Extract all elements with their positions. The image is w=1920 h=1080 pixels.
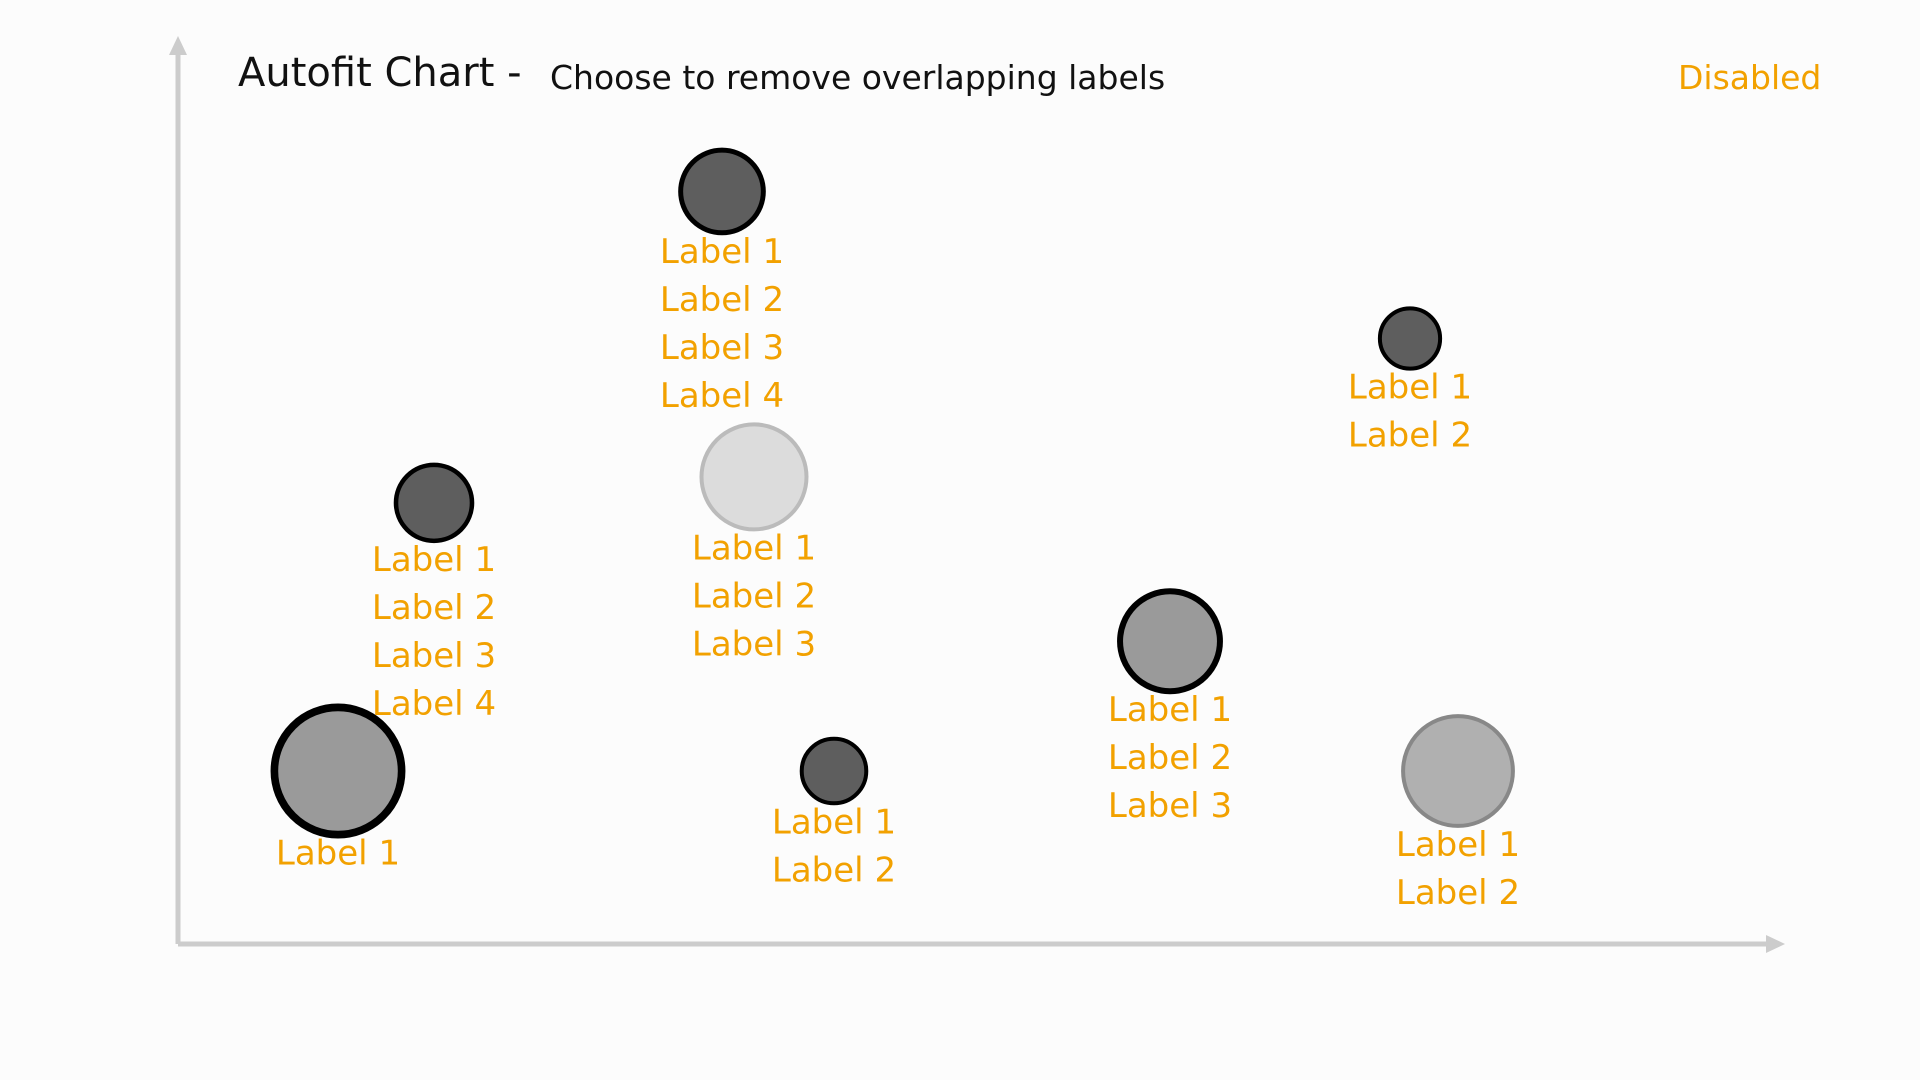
bubble-3 [678,147,766,236]
bubble-7-label-1: Label 1 [1348,368,1472,408]
bubble-7-label-2: Label 2 [1348,416,1472,456]
chart-subtitle: Choose to remove overlapping labels [550,58,1166,97]
bubble-3-label-3: Label 3 [660,328,784,368]
bubble-2-label-2: Label 2 [372,588,496,628]
bubble-7 [1377,306,1443,371]
bubble-1-label-1: Label 1 [276,834,400,874]
bubble-layer [270,147,1515,839]
bubble-4-label-1: Label 1 [692,528,816,568]
bubble-3-label-1: Label 1 [660,232,784,272]
bubble-2-label-4: Label 4 [372,684,496,724]
bubble-3-label-4: Label 4 [660,376,784,416]
bubble-4 [699,422,809,532]
label-layer: Label 1 Label 1 Label 2 Label 3 Label 4 Label… [276,232,1520,913]
y-axis-arrow [169,36,187,55]
bubble-1 [270,703,406,839]
bubble-2 [393,462,475,544]
chart-axes [169,36,1785,953]
bubble-2-label-3: Label 3 [372,636,496,676]
bubble-8-label-2: Label 2 [1396,873,1520,913]
autofit-status: Disabled [1678,58,1822,97]
bubble-4-label-2: Label 2 [692,576,816,616]
bubble-5 [799,736,869,806]
bubble-4-label-3: Label 3 [692,624,816,664]
x-axis-arrow [1766,935,1785,953]
chart-title: Autofit Chart - [238,50,522,96]
bubble-6-label-3: Label 3 [1108,786,1232,826]
bubble-5-label-2: Label 2 [772,850,896,890]
bubble-6 [1117,588,1223,695]
bubble-8 [1401,714,1515,828]
bubble-6-label-1: Label 1 [1108,690,1232,730]
bubble-5-label-1: Label 1 [772,802,896,842]
bubble-3-label-2: Label 2 [660,280,784,320]
bubble-6-label-2: Label 2 [1108,738,1232,778]
bubble-8-label-1: Label 1 [1396,825,1520,865]
bubble-2-label-1: Label 1 [372,540,496,580]
